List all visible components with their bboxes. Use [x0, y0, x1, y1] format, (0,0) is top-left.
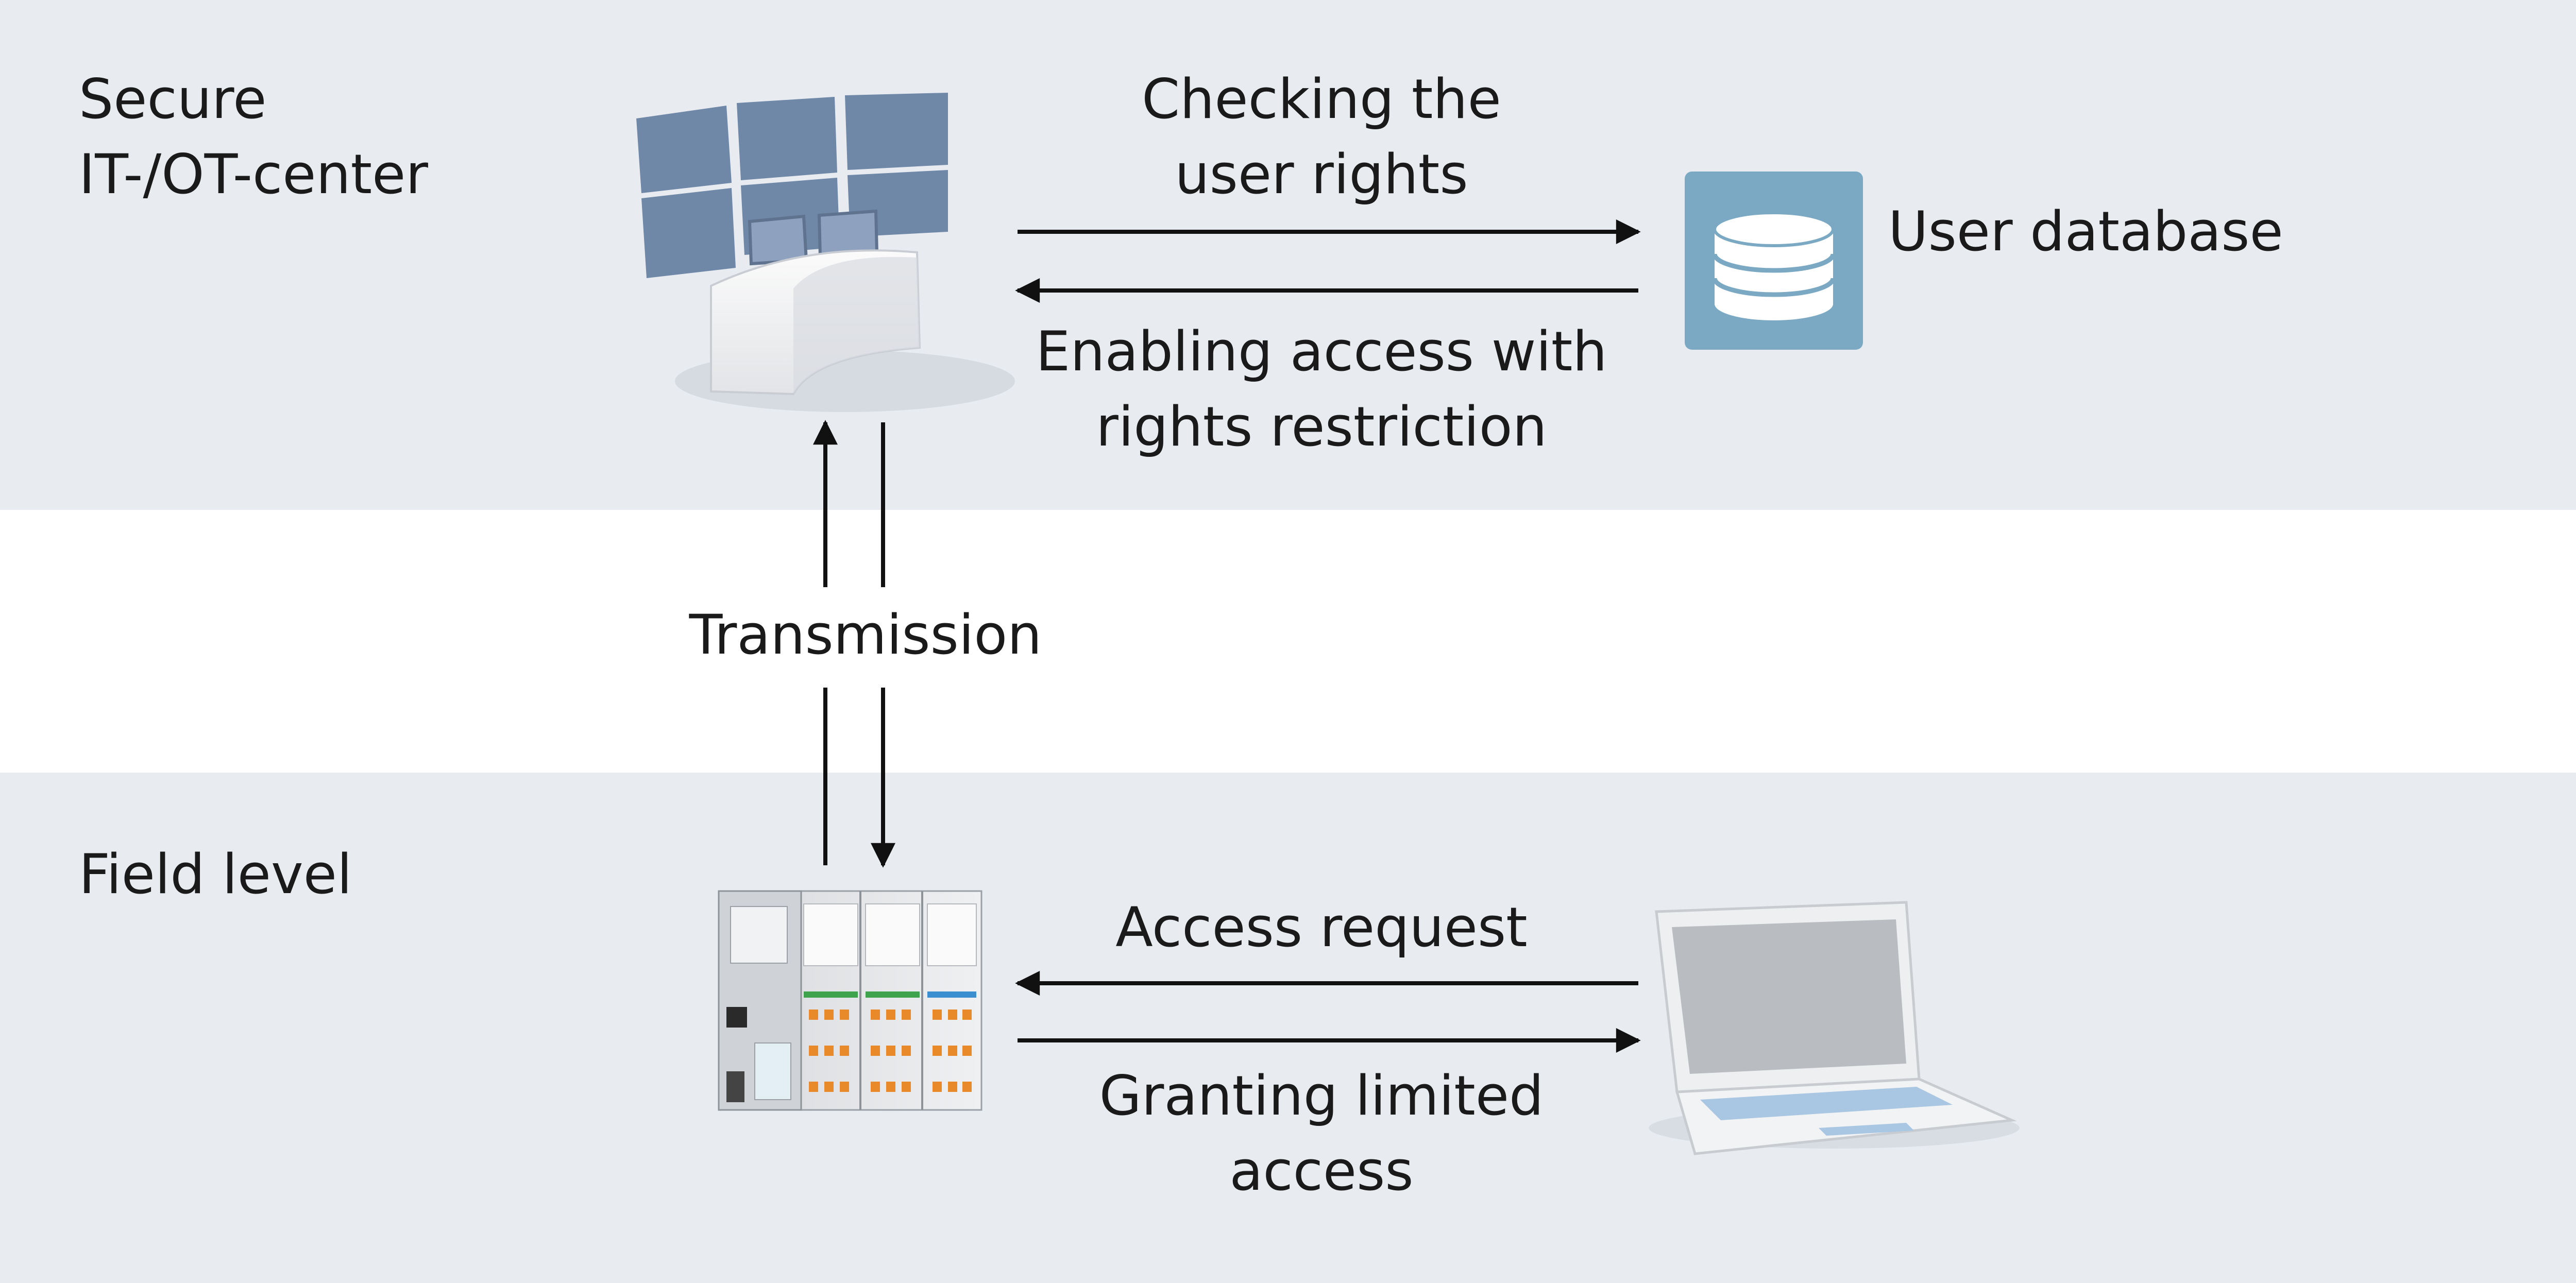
edge-label-checking: Checking the user rights [1142, 67, 1501, 206]
node-label-user-database: User database [1888, 200, 2283, 263]
database-icon [1685, 172, 1863, 350]
secure-center-band [0, 0, 2576, 510]
zone-label-secure-center: Secure IT-/OT-center [79, 67, 428, 206]
edge-label-enabling: Enabling access with rights restriction [1036, 320, 1607, 458]
field-level-band [0, 773, 2576, 1283]
zone-label-field-level: Field level [79, 843, 352, 906]
edge-label-access-request: Access request [1115, 896, 1528, 959]
edge-label-granting: Granting limited access [1099, 1064, 1544, 1203]
laptop-icon [1649, 901, 2020, 1155]
plc-controller-icon [718, 890, 982, 1111]
edge-label-transmission: Transmission [689, 603, 1042, 666]
control-room-icon [636, 93, 1015, 412]
